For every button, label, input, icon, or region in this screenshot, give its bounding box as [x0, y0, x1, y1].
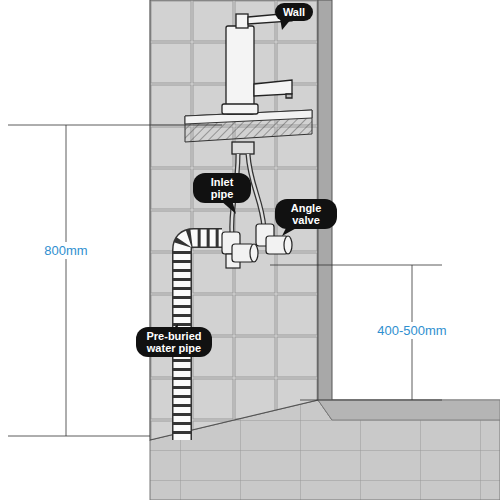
- dimension-lines: [8, 125, 442, 436]
- part-name: Pre-buried water pipe: [136, 327, 212, 357]
- part-name: Wall: [275, 3, 313, 21]
- faucet: [222, 13, 292, 154]
- part-name: Angle valve: [275, 199, 337, 229]
- dimension: 400-500mm: [375, 322, 448, 339]
- angle-valves: [222, 224, 292, 268]
- part-name: Inlet pipe: [193, 173, 251, 203]
- dimension: 800mm: [42, 242, 89, 259]
- countertop: [185, 110, 312, 142]
- callout-tails: [165, 18, 300, 336]
